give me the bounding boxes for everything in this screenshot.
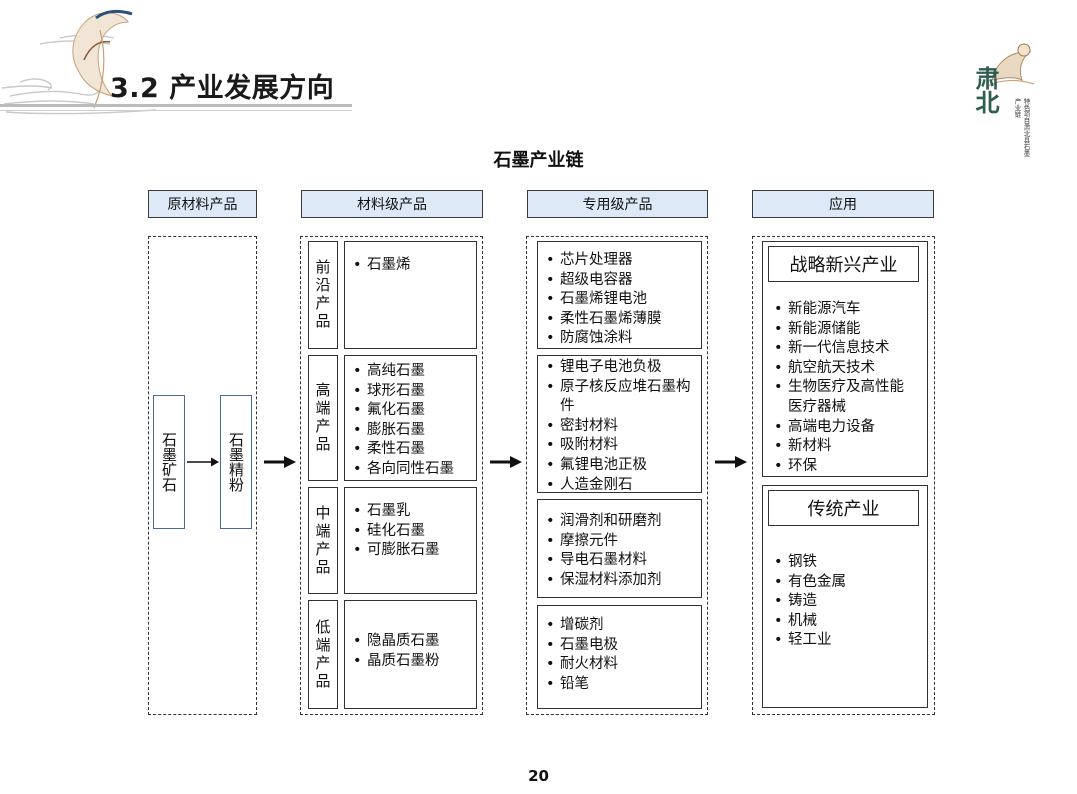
special-group-box: 锂电子电池负极 原子核反应堆石墨构件 密封材料 吸附材料 氟锂电池正极 人造金刚… (537, 355, 702, 496)
material-tier-label: 前沿产品 (308, 241, 338, 349)
raw-column-frame (148, 236, 257, 715)
material-column-frame (300, 236, 483, 715)
list-item: 耐火材料 (538, 655, 701, 675)
list-item: 新能源汽车 (766, 300, 926, 320)
list-item: 密封材料 (538, 417, 701, 437)
list-item: 保湿材料添加剂 (538, 571, 701, 591)
list-item: 新一代信息技术 (766, 339, 926, 359)
special-group-box: 芯片处理器 超级电容器 石墨烯锂电池 柔性石墨烯薄膜 防腐蚀涂料 (537, 241, 702, 349)
flow-arrow-material-to-special (490, 456, 522, 468)
list-item: 摩擦元件 (538, 532, 701, 552)
list-item: 铅笔 (538, 675, 701, 695)
list-item: 高纯石墨 (345, 362, 476, 382)
list-item: 可膨胀石墨 (345, 541, 476, 561)
material-tier-label: 低端产品 (308, 600, 338, 709)
application-category-title: 战略新兴产业 (768, 246, 919, 282)
list-item: 航空航天技术 (766, 359, 926, 379)
list-item: 石墨烯锂电池 (538, 290, 701, 310)
flow-arrow-special-to-application (715, 456, 747, 468)
list-item: 环保 (766, 457, 926, 477)
list-item: 柔性石墨烯薄膜 (538, 310, 701, 330)
raw-powder-box: 石墨精粉 (220, 395, 252, 529)
material-tier-box: 石墨烯 (344, 241, 477, 349)
raw-ore-box: 石墨矿石 (153, 395, 185, 529)
list-item: 超级电容器 (538, 271, 701, 291)
list-item: 隐晶质石墨 (345, 632, 476, 652)
list-item: 铸造 (766, 592, 926, 612)
list-item: 柔性石墨 (345, 440, 476, 460)
logo-figure (987, 43, 1035, 87)
list-item: 石墨乳 (345, 502, 476, 522)
list-item: 氟锂电池正极 (538, 456, 701, 476)
list-item: 人造金刚石 (538, 476, 701, 496)
list-item: 膨胀石墨 (345, 421, 476, 441)
list-item: 硅化石墨 (345, 522, 476, 542)
header-decoration (1, 9, 157, 115)
logo-text: 肃北 (971, 66, 1000, 114)
list-item: 石墨电极 (538, 636, 701, 656)
list-item: 润滑剂和研磨剂 (538, 512, 701, 532)
title-underline-thin (0, 110, 352, 111)
list-item: 氟化石墨 (345, 401, 476, 421)
application-item-list: 新能源汽车 新能源储能 新一代信息技术 航空航天技术 生物医疗及高性能医疗器械 … (766, 300, 926, 476)
logo: 肃北 特色项目肃北县石墨产业链 (968, 40, 1038, 162)
list-item: 防腐蚀涂料 (538, 329, 701, 349)
application-column-frame (752, 236, 935, 715)
flow-arrow-raw-to-material (264, 456, 296, 468)
list-item: 新材料 (766, 437, 926, 457)
material-tier-box: 高纯石墨 球形石墨 氟化石墨 膨胀石墨 柔性石墨 各向同性石墨 (344, 355, 477, 481)
column-header-material: 材料级产品 (301, 190, 483, 218)
material-tier-box: 石墨乳 硅化石墨 可膨胀石墨 (344, 487, 477, 594)
list-item: 机械 (766, 612, 926, 632)
logo-subtext: 特色项目肃北县石墨产业链 (1013, 98, 1030, 157)
list-item: 增碳剂 (538, 616, 701, 636)
special-column-frame (526, 236, 708, 715)
raw-inner-arrow (187, 457, 219, 467)
list-item: 生物医疗及高性能医疗器械 (766, 378, 926, 417)
column-header-application: 应用 (752, 190, 934, 218)
list-item: 钢铁 (766, 553, 926, 573)
list-item: 新能源储能 (766, 320, 926, 340)
list-item: 导电石墨材料 (538, 551, 701, 571)
material-tier-box: 隐晶质石墨 晶质石墨粉 (344, 600, 477, 709)
chart-title: 石墨产业链 (493, 150, 584, 171)
list-item: 晶质石墨粉 (345, 652, 476, 672)
column-header-raw: 原材料产品 (148, 190, 257, 218)
list-item: 球形石墨 (345, 382, 476, 402)
column-header-special: 专用级产品 (527, 190, 708, 218)
list-item: 锂电子电池负极 (538, 358, 701, 378)
material-tier-label: 高端产品 (308, 355, 338, 481)
list-item: 各向同性石墨 (345, 460, 476, 480)
special-group-box: 润滑剂和研磨剂 摩擦元件 导电石墨材料 保湿材料添加剂 (537, 499, 702, 598)
material-tier-label: 中端产品 (308, 487, 338, 594)
list-item: 石墨烯 (345, 256, 476, 276)
title-underline (0, 104, 352, 107)
list-item: 吸附材料 (538, 436, 701, 456)
application-item-list: 钢铁 有色金属 铸造 机械 轻工业 (766, 553, 926, 651)
list-item: 有色金属 (766, 573, 926, 593)
special-group-box: 增碳剂 石墨电极 耐火材料 铅笔 (537, 605, 702, 709)
list-item: 高端电力设备 (766, 418, 926, 438)
list-item: 芯片处理器 (538, 251, 701, 271)
list-item: 轻工业 (766, 631, 926, 651)
page-title: 3.2 产业发展方向 (110, 73, 335, 104)
application-category-title: 传统产业 (768, 490, 919, 526)
page-number: 20 (528, 767, 549, 785)
list-item: 原子核反应堆石墨构件 (538, 378, 701, 417)
